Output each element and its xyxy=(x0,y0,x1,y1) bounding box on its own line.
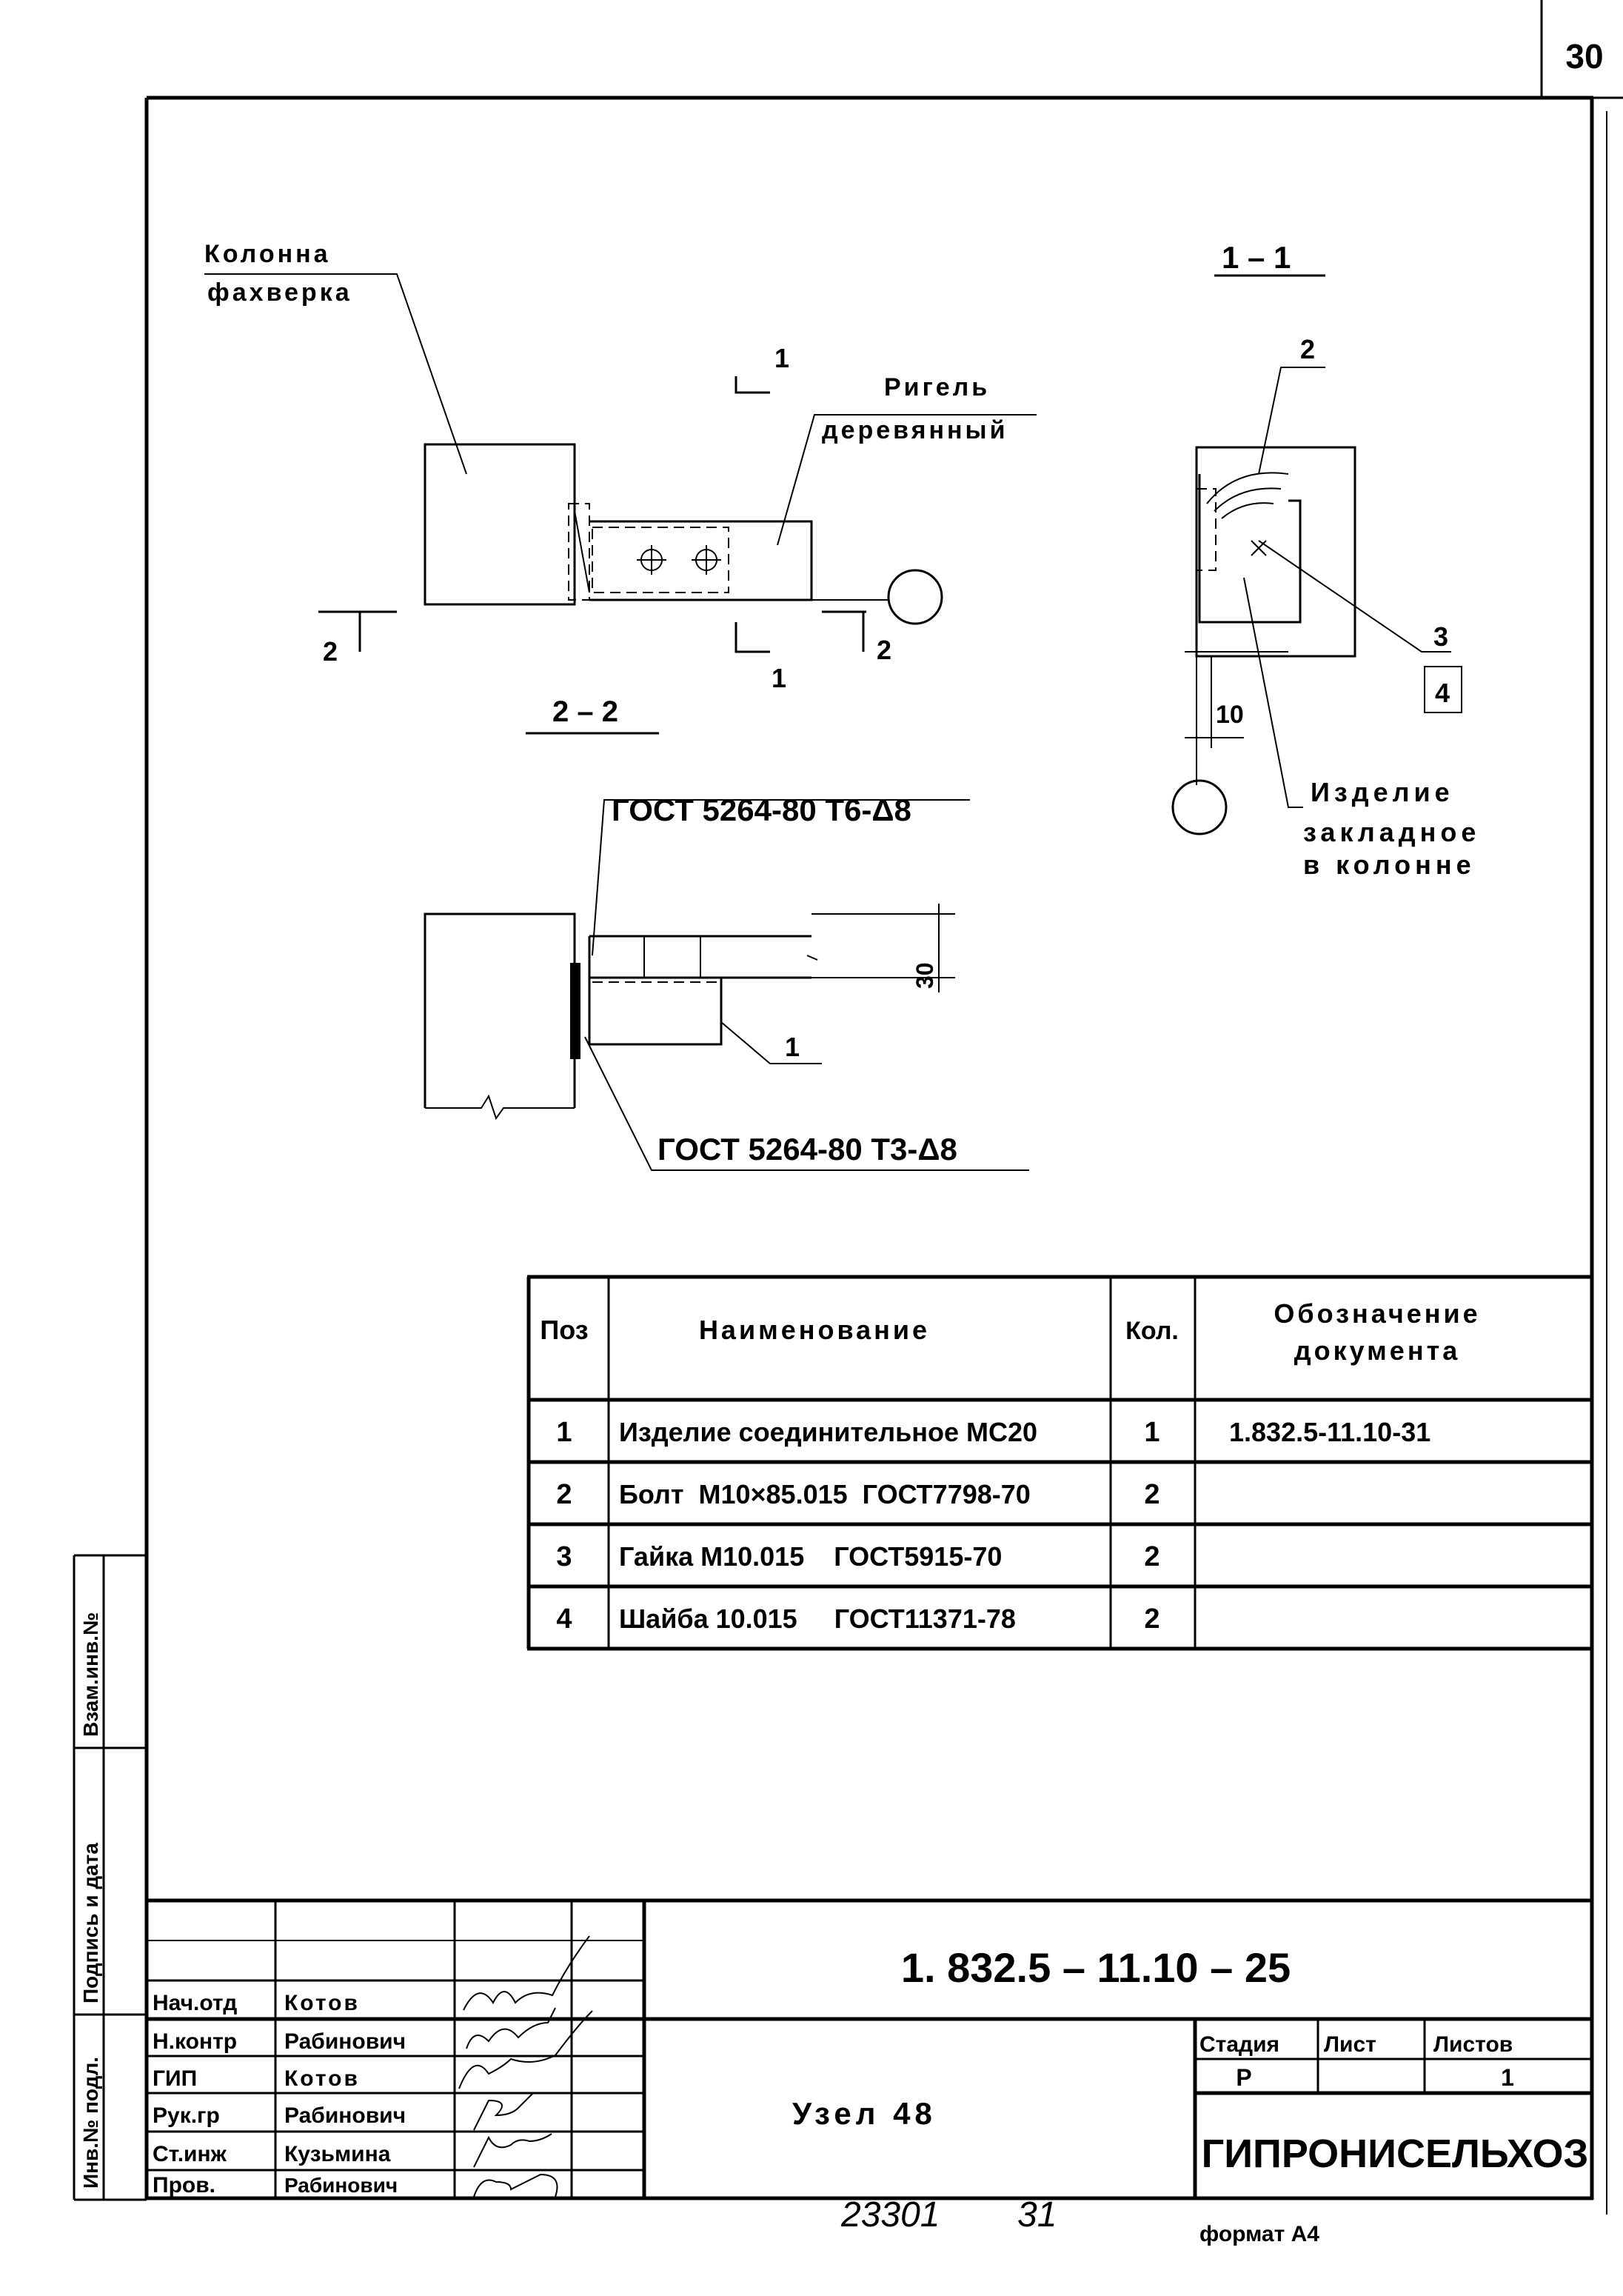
column xyxy=(424,443,576,606)
row-name: Изделие соединительное МС20 xyxy=(619,1417,1037,1447)
sheets-label: Листов xyxy=(1433,2032,1513,2057)
row-pos: 2 xyxy=(556,1479,572,1510)
header-qty: Кол. xyxy=(1125,1317,1179,1345)
column-label-2: фахверка xyxy=(207,278,352,307)
sheet-label: Лист xyxy=(1324,2032,1376,2057)
row-name: Болт М10×85.015 ГОСТ7798-70 xyxy=(619,1479,1031,1509)
weld-bottom-label: ГОСТ 5264-80 Т3-Δ8 xyxy=(657,1132,957,1167)
role: Пров. xyxy=(153,2173,215,2197)
person-name: Кузьмина xyxy=(284,2142,391,2166)
section-1-title: 1 – 1 xyxy=(1222,240,1291,275)
row-qty: 2 xyxy=(1144,1479,1159,1510)
person-name: Рабинович xyxy=(284,2029,406,2054)
dim-30: 30 xyxy=(911,962,938,989)
sign-date-label: Подпись и дата xyxy=(79,1843,102,2003)
beam-label-1: Ригель xyxy=(884,373,990,401)
embedded-label-2: закладное xyxy=(1303,817,1480,847)
section-1-mark-bottom: 1 xyxy=(772,663,786,693)
row-pos: 3 xyxy=(556,1541,572,1572)
section-1-1: 1 – 1 10 2 3 4 Изделие закладное в колон… xyxy=(1171,240,1480,880)
handwritten-number-1: 23301 xyxy=(840,2195,940,2235)
inv-orig-label: Инв.№ подл. xyxy=(79,2057,102,2189)
row-name: Гайка М10.015 ГОСТ5915-70 xyxy=(619,1541,1002,1572)
row-name: Шайба 10.015 ГОСТ11371-78 xyxy=(619,1603,1016,1634)
person-name: Котов xyxy=(284,1991,360,2015)
node-marker-circle xyxy=(887,569,943,625)
section-2-mark-left: 2 xyxy=(323,636,338,667)
signature-row: Пров. Рабинович xyxy=(153,2173,558,2197)
spec-table: Поз Наименование Кол. Обозначение докуме… xyxy=(526,1275,1593,1651)
weld-top-label: ГОСТ 5264-80 Т6-Δ8 xyxy=(612,792,911,827)
person-name: Котов xyxy=(284,2066,360,2091)
signature-row: Н.контр Рабинович xyxy=(153,2007,556,2054)
section-2-title: 2 – 2 xyxy=(552,695,618,728)
table-row: 2 Болт М10×85.015 ГОСТ7798-70 2 xyxy=(556,1479,1159,1510)
pos-2-label: 2 xyxy=(1300,334,1315,364)
row-pos: 1 xyxy=(556,1417,572,1448)
embedded-label-3: в колонне xyxy=(1303,850,1476,880)
row-pos: 4 xyxy=(556,1603,572,1635)
main-frame xyxy=(144,96,1607,2215)
embedded-plate xyxy=(570,963,580,1059)
node-marker-circle-2 xyxy=(1171,779,1228,835)
beam-label-2: деревянный xyxy=(822,416,1008,444)
signature xyxy=(473,2092,534,2131)
person-name: Рабинович xyxy=(284,2174,398,2197)
plan-view: Колонна фахверка Ригель деревянный 1 1 2… xyxy=(204,240,1037,693)
dim-10: 10 xyxy=(1216,701,1244,729)
organization: ГИПРОНИСЕЛЬХОЗ xyxy=(1202,2132,1589,2176)
person-name: Рабинович xyxy=(284,2103,406,2128)
row-qty: 2 xyxy=(1144,1541,1159,1572)
connector-plate xyxy=(592,527,729,593)
side-stamp: Инв.№ подл. Подпись и дата Взам.инв.№ xyxy=(73,1554,147,2201)
role: ГИП xyxy=(153,2066,197,2091)
row-qty: 2 xyxy=(1144,1603,1159,1635)
table-row: 1 Изделие соединительное МС20 1 1.832.5-… xyxy=(556,1417,1430,1448)
stage-value: Р xyxy=(1236,2064,1251,2091)
format-label: формат А4 xyxy=(1199,2222,1319,2246)
role: Ст.инж xyxy=(153,2142,227,2166)
header-name: Наименование xyxy=(699,1315,930,1345)
signature xyxy=(466,2007,556,2049)
table-row: 4 Шайба 10.015 ГОСТ11371-78 2 xyxy=(556,1603,1159,1635)
signature-row: Ст.инж Кузьмина xyxy=(153,2133,552,2168)
section-2-2: 2 – 2 30 ГОСТ 5264-80 Т6-Δ8 ГОСТ 5264-80… xyxy=(424,695,1029,1171)
sheets-value: 1 xyxy=(1501,2064,1514,2091)
section-2-mark-right: 2 xyxy=(877,635,891,665)
header-doc-2: документа xyxy=(1294,1335,1460,1366)
bolt-hole-1 xyxy=(637,545,666,575)
signature xyxy=(473,2173,558,2197)
role: Нач.отд xyxy=(153,1991,237,2015)
title-block: 1. 832.5 – 11.10 – 25 Нач.отд Котов Н.ко… xyxy=(147,1898,1593,2200)
section-1-mark-top: 1 xyxy=(774,343,789,373)
doc-code: 1. 832.5 – 11.10 – 25 xyxy=(901,1944,1291,1991)
replace-inv-label: Взам.инв.№ xyxy=(79,1612,102,1737)
table-row: 3 Гайка М10.015 ГОСТ5915-70 2 xyxy=(556,1541,1159,1572)
stage-label: Стадия xyxy=(1199,2032,1279,2057)
signature-row: ГИП Котов xyxy=(153,2010,593,2091)
sheet-number-box: 30 xyxy=(1540,0,1623,99)
sheet-title: Узел 48 xyxy=(792,2096,937,2131)
sheet-number: 30 xyxy=(1565,37,1603,76)
row-qty: 1 xyxy=(1144,1417,1159,1448)
bolt-hole-2 xyxy=(692,545,721,575)
signature-row: Нач.отд Котов xyxy=(153,1935,590,2015)
header-doc-1: Обозначение xyxy=(1274,1298,1480,1329)
handwritten-number-2: 31 xyxy=(1017,2195,1057,2235)
role: Рук.гр xyxy=(153,2103,220,2128)
row-doc: 1.832.5-11.10-31 xyxy=(1229,1417,1430,1447)
pos-1-label: 1 xyxy=(785,1032,800,1062)
signature xyxy=(463,1935,590,2011)
header-pos: Поз xyxy=(540,1315,588,1345)
column-label-1: Колонна xyxy=(204,240,331,268)
signature xyxy=(473,2133,552,2168)
role: Н.контр xyxy=(153,2029,237,2054)
pos-4-label: 4 xyxy=(1435,678,1450,708)
signature xyxy=(458,2010,593,2089)
embedded-label-1: Изделие xyxy=(1311,777,1454,807)
pos-3-label: 3 xyxy=(1433,621,1448,652)
signature-row: Рук.гр Рабинович xyxy=(153,2092,534,2131)
